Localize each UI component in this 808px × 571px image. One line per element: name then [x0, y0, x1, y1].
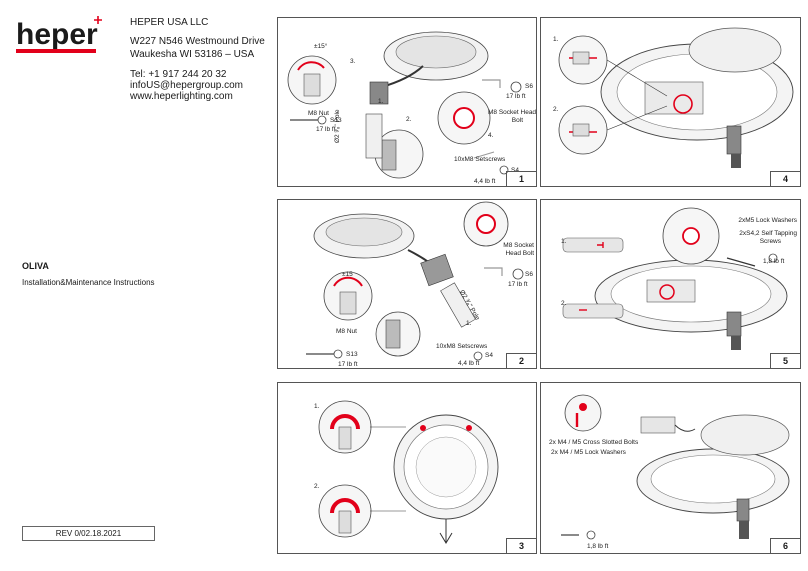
torque-label: 1,8 lb ft [763, 258, 785, 265]
website-link[interactable]: www.heperlighting.com [130, 91, 233, 103]
company-name: HEPER USA LLC [130, 17, 209, 28]
logo-wordmark: heper [16, 18, 98, 51]
bolt-label-line-2: Head Bolt [505, 250, 534, 257]
email-link[interactable]: infoUS@hepergroup.com [130, 80, 243, 92]
panel-step-6: 2x M4 / M5 Cross Slotted Bolts 2x M4 / M… [540, 382, 801, 554]
address-line-2: Waukesha WI 53186 – USA [130, 49, 255, 60]
setscrew-tool-label: S4 [511, 167, 519, 174]
angle-label: ±15 [342, 271, 353, 278]
bolt-label-line-2: Bolt [511, 117, 523, 124]
lock-washers-label: 2xM5 Lock Washers [738, 217, 797, 224]
panel-number: 5 [770, 353, 800, 368]
setscrew-torque-label: 4,4 lb ft [458, 360, 480, 367]
self-tapping-screws-line-2: Screws [759, 238, 781, 245]
panel-number: 2 [506, 353, 536, 368]
m8-nut-label: M8 Nut [308, 110, 329, 117]
angle-label: ±15° [314, 43, 328, 50]
product-name: OLIVA [22, 261, 49, 271]
torque-label: 1,8 lb ft [587, 543, 609, 550]
panel-number: 1 [506, 171, 536, 186]
phone: Tel: +1 917 244 20 32 [130, 69, 227, 80]
panel-step-5: 1. 2. 2xM5 Lock Washers 2xS4,2 Self Tapp… [540, 199, 801, 369]
panel-5-illustration [562, 207, 788, 350]
panel-step-4: 1. 2. 4 [540, 17, 801, 187]
bolt-label-line-1: M8 Socket [503, 242, 534, 249]
lock-washers-label: 2x M4 / M5 Lock Washers [551, 449, 626, 456]
step-2-label: 2. [406, 116, 412, 123]
step-1-label: 1. [561, 238, 567, 245]
panel-step-3: 1. 2. 3 [277, 382, 537, 554]
revision-box: REV 0/02.18.2021 [22, 526, 155, 541]
step-1-label: 1. [378, 98, 384, 105]
bolt-tool-label: S6 [525, 271, 533, 278]
pole-label: Ø2 ³⁄₈" Pole [334, 109, 341, 143]
cross-slotted-bolts-label: 2x M4 / M5 Cross Slotted Bolts [549, 439, 639, 446]
step-1-label: 1. [553, 36, 559, 43]
panel-6-illustration [561, 394, 790, 540]
step-2-label: 2. [553, 106, 559, 113]
panel-3-illustration [318, 400, 499, 544]
logo-plus-icon [94, 16, 102, 24]
panel-2-illustration [306, 201, 524, 361]
step-4-label: 4. [488, 132, 494, 139]
panel-number: 6 [770, 538, 800, 553]
bolt-tool-label: S6 [525, 83, 533, 90]
panel-step-2: ±15 M8 Socket Head Bolt S6 17 lb ft Ø2 ³… [277, 199, 537, 369]
nut-tool-label: S13 [330, 117, 342, 124]
m8-nut-label: M8 Nut [336, 328, 357, 335]
setscrew-tool-label: S4 [485, 352, 493, 359]
step-2-label: 2. [561, 300, 567, 307]
step-3-label: 3. [350, 58, 356, 65]
panel-number: 4 [770, 171, 800, 186]
setscrews-label: 10xM8 Setscrews [436, 343, 488, 350]
nut-tool-label: S13 [346, 351, 358, 358]
contact-info: Tel: +1 917 244 20 32 infoUS@hepergroup.… [130, 69, 243, 103]
step-2-label: 2. [314, 483, 320, 490]
nut-torque-label: 17 lb ft [338, 361, 358, 368]
setscrew-torque-label: 4,4 lb ft [474, 178, 496, 185]
step-1-label: 1. [466, 320, 472, 327]
logo-underline [16, 49, 96, 53]
document-subtitle: Installation&Maintenance Instructions [22, 278, 155, 287]
bolt-torque-label: 17 lb ft [506, 93, 526, 100]
panel-4-illustration [558, 27, 794, 168]
setscrews-label: 10xM8 Setscrews [454, 156, 506, 163]
address-line-1: W227 N546 Westmound Drive [130, 36, 265, 47]
company-info: HEPER USA LLC W227 N546 Westmound Drive … [130, 16, 265, 61]
bolt-torque-label: 17 lb ft [508, 281, 528, 288]
panel-step-1: ±15° 3. 2. 4. 1. M8 Nut S13 17 lb ft Ø2 … [277, 17, 537, 187]
panel-1-illustration [287, 31, 522, 179]
heper-logo: heper [16, 14, 106, 54]
bolt-label-line-1: M8 Socket Head [488, 109, 537, 116]
step-1-label: 1. [314, 403, 320, 410]
panel-number: 3 [506, 538, 536, 553]
nut-torque-label: 17 lb ft [316, 126, 336, 133]
self-tapping-screws-line-1: 2xS4,2 Self Tapping [739, 230, 797, 237]
